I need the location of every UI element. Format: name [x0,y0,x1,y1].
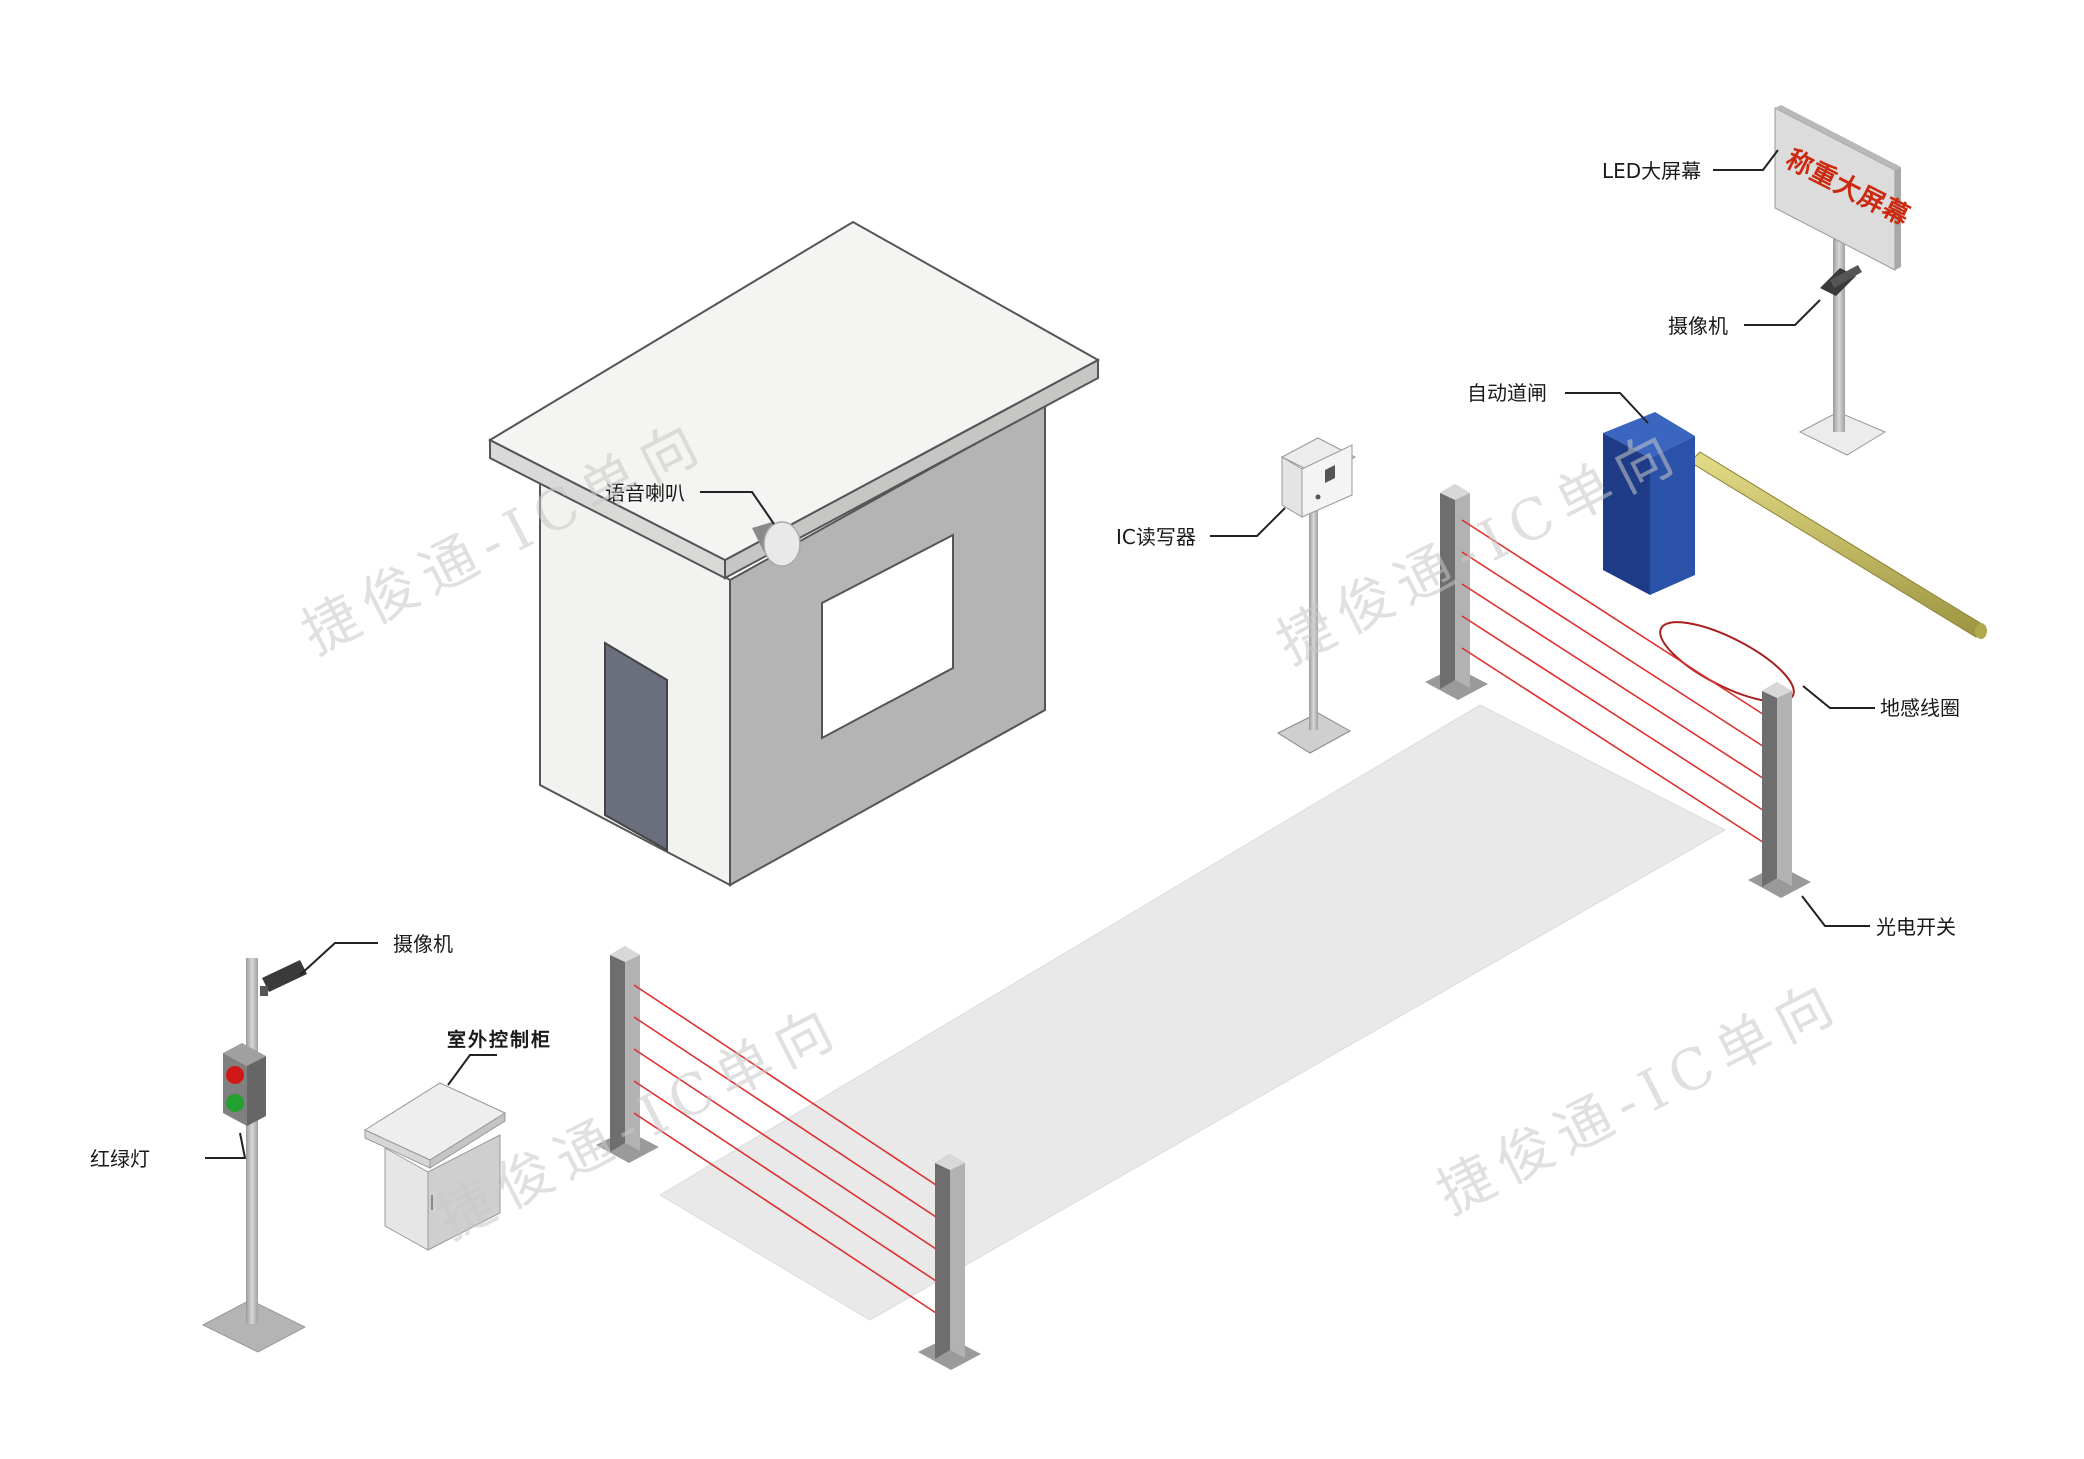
booth-door [604,641,668,852]
ic-reader [1276,437,1357,754]
barrier-gate [1603,412,1987,639]
photo-switch-left-front-post [918,1154,981,1370]
camera-bottom [262,960,307,992]
light-beams-left [633,984,937,1314]
label-led-screen: LED大屏幕 [1602,159,1701,183]
guard-booth [487,220,1101,887]
photo-switch-right-back-post [1425,484,1488,700]
traffic-light-pole [201,958,307,1353]
label-photo-switch: 光电开关 [1876,915,1956,939]
label-speaker: 语音喇叭 [605,481,685,505]
red-light [226,1066,244,1084]
label-camera-top: 摄像机 [1668,314,1728,338]
leader-lines [205,149,1875,1159]
photo-switch-right-front-post [1748,682,1811,898]
label-ground-loop: 地感线圈 [1880,696,1960,720]
light-beams-right [1461,519,1773,849]
label-barrier-gate: 自动道闸 [1467,381,1547,405]
traffic-light [223,1043,266,1126]
boom-arm [1689,451,1986,638]
label-traffic-light: 红绿灯 [90,1147,150,1171]
label-control-cabinet: 室外控制柜 [447,1028,552,1051]
green-light [226,1094,244,1112]
watermark-4: 捷俊通-IC单向 [1427,968,1852,1227]
booth-roof-top [487,220,1101,562]
label-camera-bottom: 摄像机 [393,932,453,956]
control-cabinet [363,1082,507,1251]
speaker [752,521,801,567]
label-ic-reader: IC读写器 [1116,525,1196,549]
booth-window [821,533,954,740]
weighbridge-platform [659,704,1727,1321]
camera-top [1820,265,1862,296]
photo-switch-left-back-post [596,946,659,1163]
